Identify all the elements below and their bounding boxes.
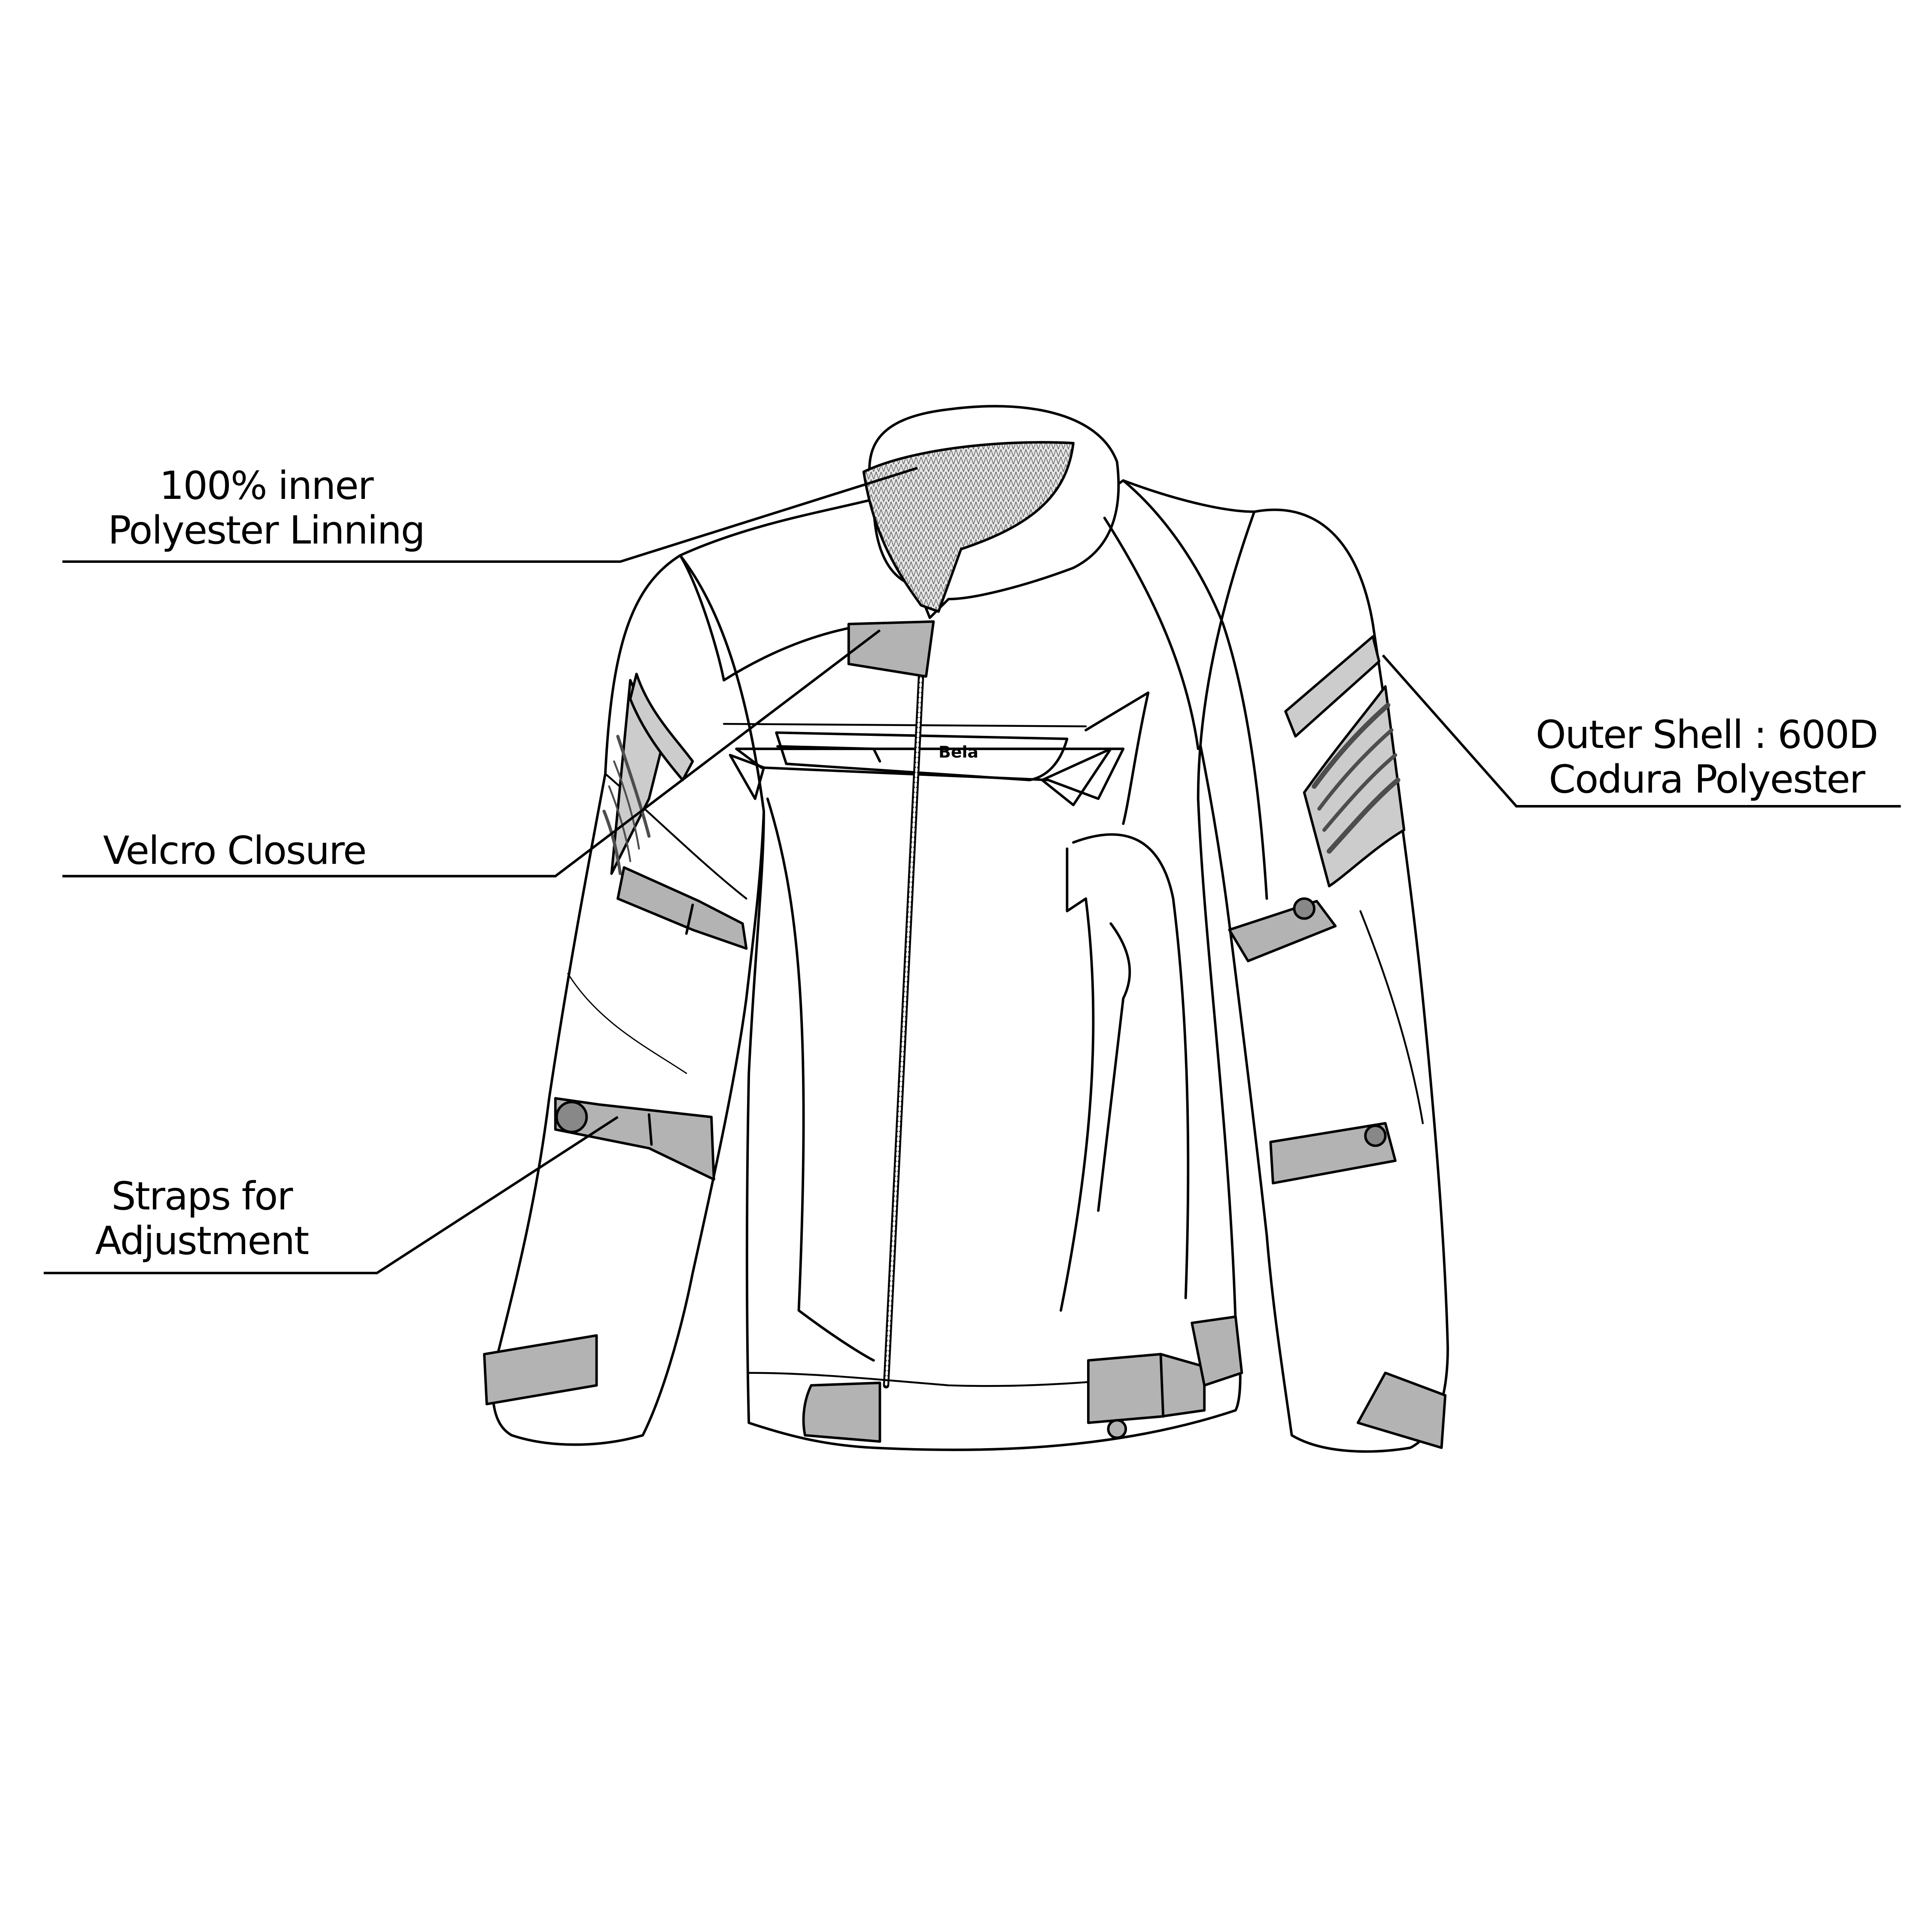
jacket-body: Bela [679, 479, 1256, 1451]
callout-straps-line-1: Straps for [111, 1174, 293, 1219]
leader-shell [1382, 654, 1901, 808]
left-upper-strap [617, 866, 748, 950]
callout-label-shell: Outer Shell : 600D Codura Polyester [1503, 713, 1911, 802]
callout-label-straps: Straps for Adjustment [52, 1174, 352, 1264]
right-forearm-strap [1269, 1122, 1397, 1185]
callout-shell-line-2: Codura Polyester [1549, 757, 1865, 802]
callout-shell-line-1: Outer Shell : 600D [1535, 712, 1878, 757]
left-cuff [483, 1334, 598, 1406]
leader-velcro [62, 629, 881, 878]
leader-straps [43, 1116, 619, 1275]
left-sleeve [483, 554, 765, 1446]
brand-logo: Bela [939, 743, 978, 762]
callout-lining-line-1: 100% inner [159, 463, 374, 508]
callout-velcro-line-1: Velcro Closure [103, 828, 367, 873]
collar [847, 405, 1120, 678]
waist-strap [1087, 1353, 1206, 1424]
hem-left-panel [802, 1382, 881, 1443]
callout-straps-line-2: Adjustment [95, 1218, 310, 1264]
right-cuff [1356, 1371, 1447, 1449]
callout-lines [43, 467, 1901, 1275]
right-sleeve [1172, 508, 1449, 1453]
callout-label-velcro: Velcro Closure [60, 829, 412, 873]
left-forearm-strap [554, 1097, 715, 1181]
callout-label-lining: 100% inner Polyester Linning [60, 464, 472, 553]
callout-lining-line-2: Polyester Linning [108, 508, 425, 553]
collar-mesh-lining [862, 441, 1075, 613]
logo-panel [775, 731, 1069, 781]
velcro-tab [847, 620, 935, 678]
leader-lining [62, 467, 918, 563]
